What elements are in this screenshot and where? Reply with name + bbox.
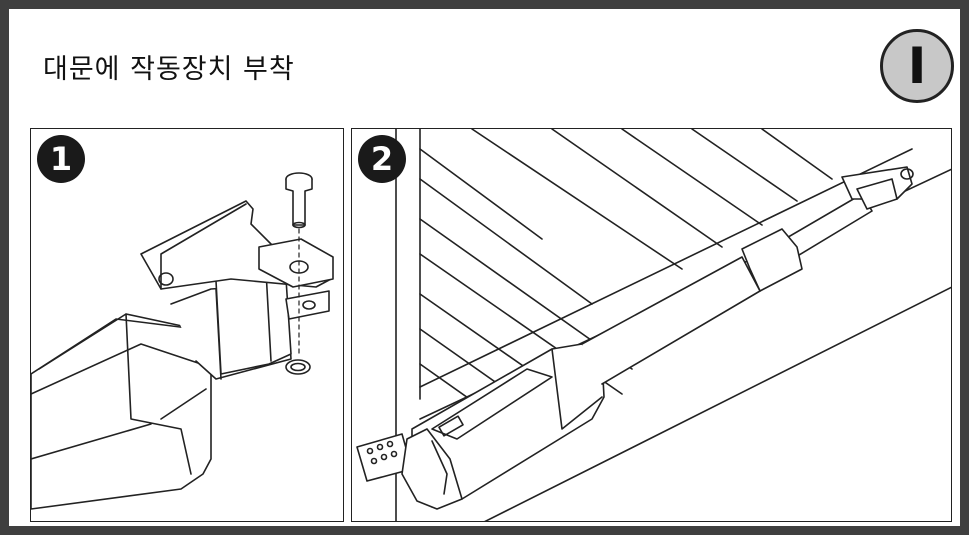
step-1-badge: 1	[37, 135, 85, 183]
step-1-panel: 1	[30, 128, 344, 522]
step-1-illustration	[31, 172, 334, 510]
step-2-badge: 2	[358, 135, 406, 183]
page-title: 대문에 작동장치 부착	[43, 54, 295, 85]
step-2-panel: 2	[351, 128, 952, 522]
step-2-illustration	[356, 129, 951, 521]
instruction-card: 대문에 작동장치 부착 I	[9, 9, 960, 526]
section-badge: I	[880, 29, 954, 103]
